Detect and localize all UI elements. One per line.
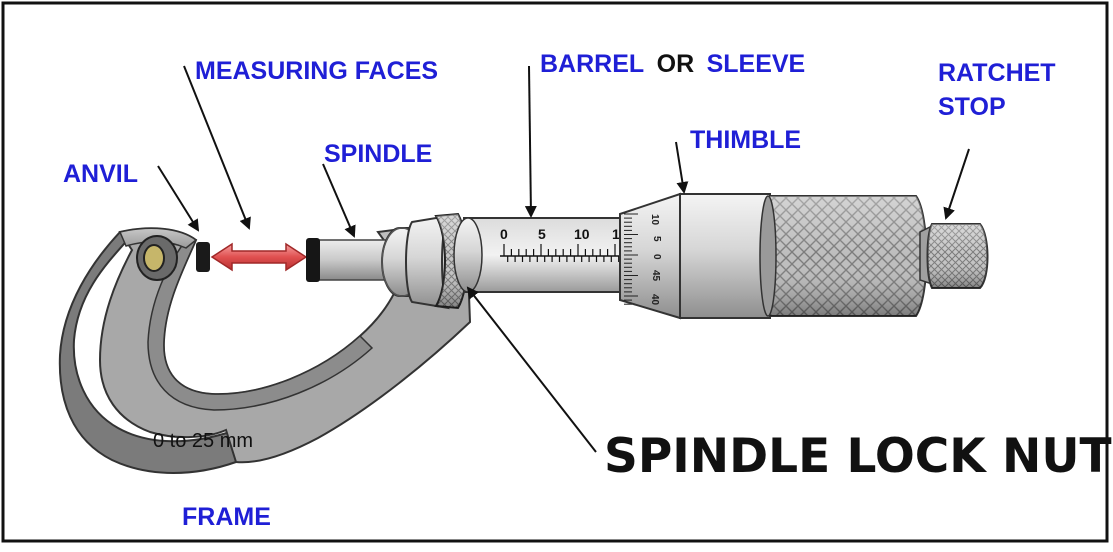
arrow-icon (943, 148, 970, 220)
thimble: 10 5 0 45 40 (619, 192, 928, 320)
spindle-housing (380, 214, 461, 310)
anvil-face (196, 242, 210, 272)
thimble-scale-ticks (624, 213, 638, 305)
arrow-icon (183, 65, 251, 230)
spindle-measuring-face (306, 238, 320, 282)
thimble-scale-label-0: 0 (651, 254, 662, 260)
label-barrel: BARREL (540, 50, 644, 78)
barrel-sleeve: 0 5 10 1 (453, 217, 629, 293)
thimble-scale-label-10: 10 (649, 214, 660, 226)
label-stop: STOP (938, 93, 1006, 121)
label-frame: FRAME (182, 503, 271, 531)
label-measuring-range: 0 to 25 mm (153, 430, 253, 452)
thimble-scale-label-45: 45 (650, 270, 661, 282)
label-measuring-faces: MEASURING FACES (195, 57, 438, 85)
label-barrel-or-sleeve: BARREL OR SLEEVE (540, 50, 805, 78)
sleeve-scale-ticks (503, 244, 627, 262)
arrow-icon (675, 141, 689, 194)
sleeve-scale-label-15: 1 (612, 226, 620, 242)
sleeve-scale-label-10: 10 (574, 226, 590, 242)
label-anvil: ANVIL (63, 160, 138, 188)
leader-lines (157, 65, 970, 453)
label-spindle-lock-nut: SPINDLE LOCK NUT (604, 429, 1112, 484)
anvil-pin (143, 244, 165, 272)
label-thimble: THIMBLE (690, 126, 801, 154)
arrow-icon (466, 286, 597, 453)
label-spindle: SPINDLE (324, 140, 432, 168)
ratchet-stop (919, 223, 989, 289)
arrow-icon (157, 165, 200, 232)
label-sleeve: SLEEVE (707, 50, 806, 78)
thimble-scale-label-5: 5 (651, 236, 662, 242)
label-or: OR (657, 50, 695, 78)
arrow-icon (322, 163, 356, 238)
thimble-scale-label-40: 40 (649, 294, 660, 306)
arrow-icon (524, 65, 537, 218)
label-ratchet: RATCHET (938, 59, 1056, 87)
sleeve-scale-label-5: 5 (538, 226, 546, 242)
sleeve-scale-label-0: 0 (500, 226, 508, 242)
